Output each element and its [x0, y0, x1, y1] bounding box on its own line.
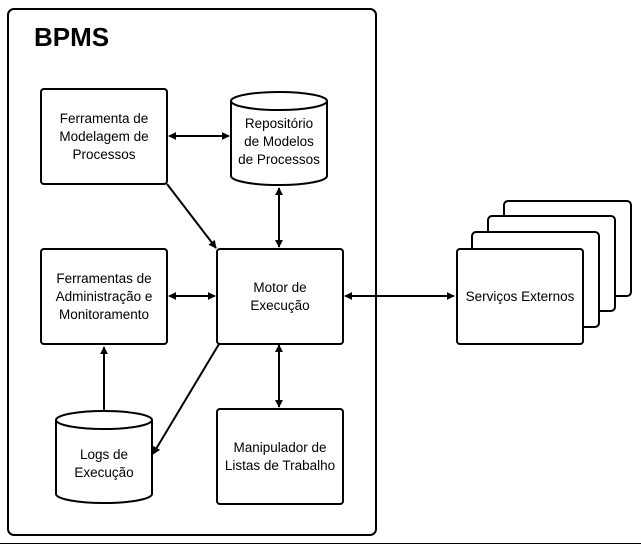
logs-cylinder	[55, 410, 153, 504]
repository-label: Repositório de Modelos de Processos	[238, 116, 320, 167]
bpms-container	[7, 8, 377, 536]
engine-label: Motor de Execução	[250, 279, 310, 313]
repository-cylinder	[230, 91, 328, 186]
modeling-tool-box: Ferramenta de Modelagem de Processos	[40, 88, 168, 185]
modeling-tool-label: Ferramenta de Modelagem de Processos	[59, 110, 149, 162]
logs-label: Logs de Execução	[74, 447, 134, 480]
worklist-box: Manipulador de Listas de Trabalho	[216, 408, 344, 505]
admin-tools-label: Ferramentas de Administração e Monitoram…	[55, 270, 153, 322]
bpms-title: BPMS	[34, 22, 110, 52]
arrow-modeling-engine	[166, 183, 217, 249]
admin-tools-box: Ferramentas de Administração e Monitoram…	[40, 248, 168, 345]
repository-label-wrap: Repositório de Modelos de Processos	[231, 110, 327, 174]
external-services-box: Serviços Externos	[456, 248, 584, 345]
worklist-label: Manipulador de Listas de Trabalho	[224, 439, 336, 473]
bottom-divider	[0, 543, 641, 544]
arrow-engine-logs	[152, 343, 220, 455]
external-services-label: Serviços Externos	[465, 288, 575, 304]
engine-box: Motor de Execução	[216, 248, 344, 345]
logs-label-wrap: Logs de Execução	[56, 432, 152, 496]
